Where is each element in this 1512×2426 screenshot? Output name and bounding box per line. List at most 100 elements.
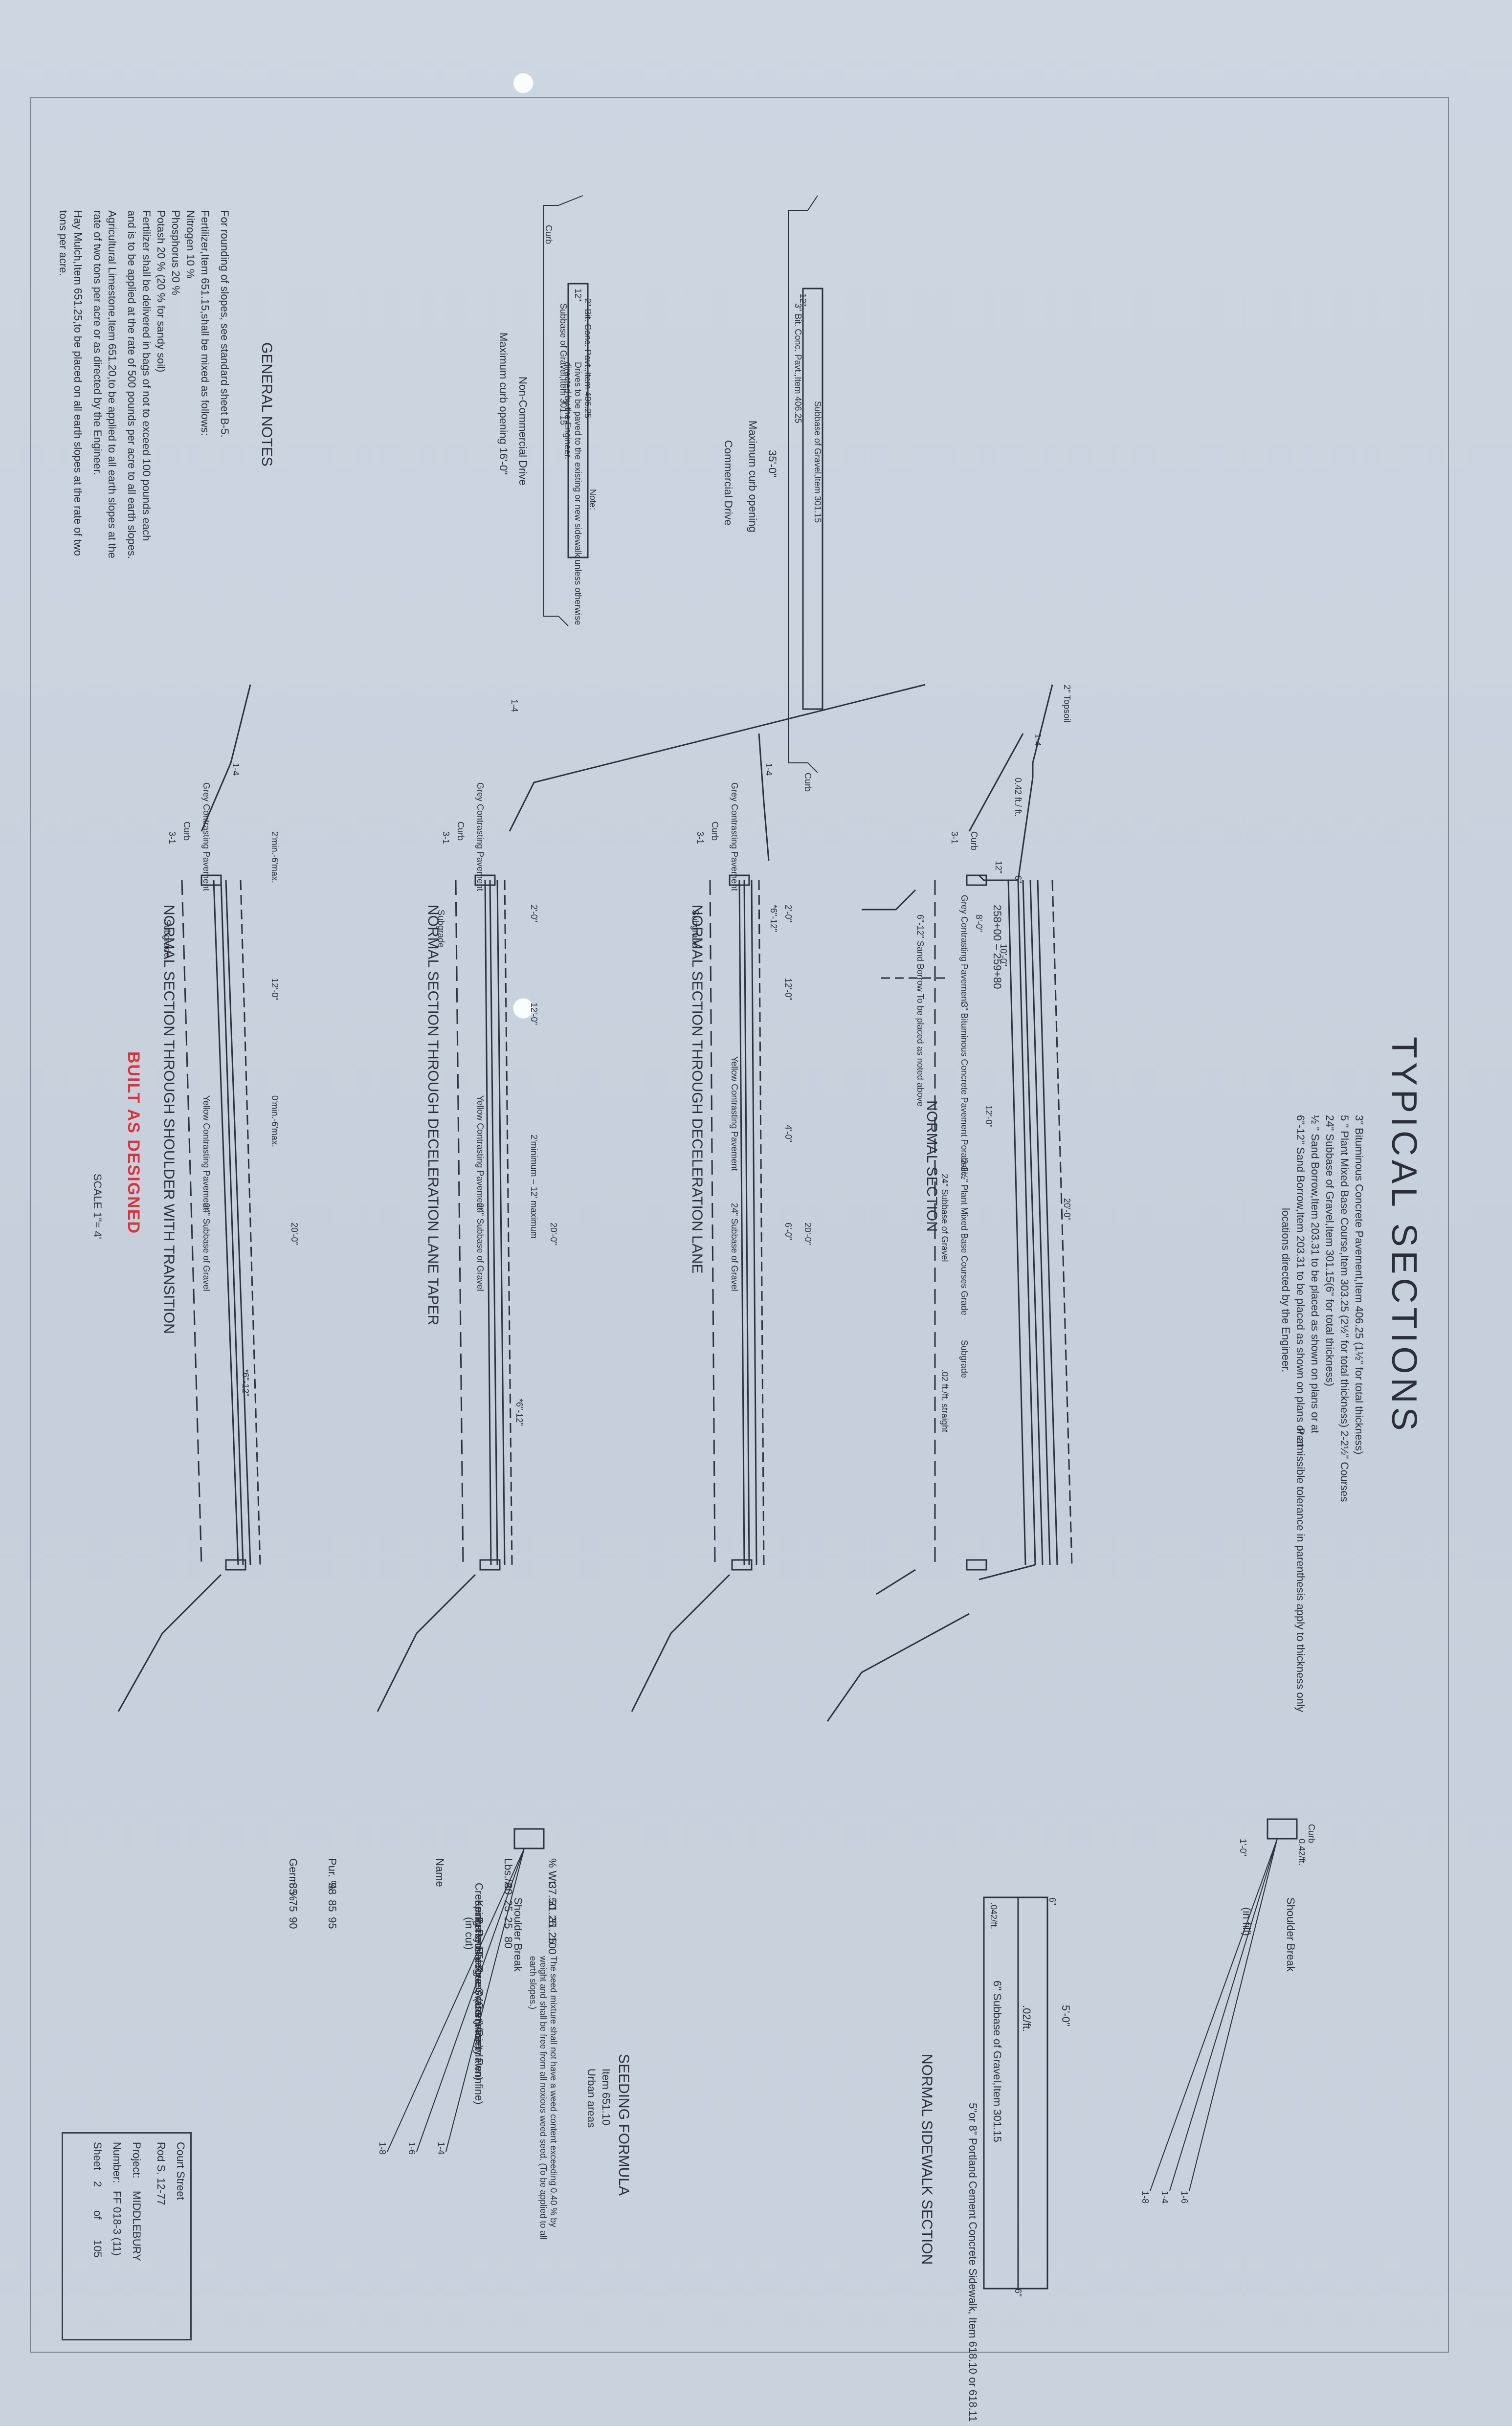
sheet-number: 2 (91, 2181, 104, 2187)
section-label: 6'-0" (783, 1223, 793, 1240)
slope-label: 1-4 (436, 2142, 446, 2155)
seeding-cell: 75 (287, 1900, 299, 1912)
noncommercial-dim: 12" (573, 289, 583, 302)
commercial-base: Subbase of Gravel,Item 301.15 (813, 401, 823, 523)
section-label: 20'-0" (549, 1223, 558, 1245)
sidewalk-width: 5'-0" (1060, 2005, 1072, 2026)
shoulder-section-drawing (117, 684, 261, 1712)
section-label: 20'-0" (1062, 1198, 1072, 1221)
seeding-cell: 85 (287, 1883, 299, 1895)
pavement-note: 5 " Plant Mixed Base Course,Item 303.25 … (1338, 1115, 1351, 1502)
shoulder-curb-label: Curb (1307, 1824, 1316, 1844)
section-label: 1-4 (510, 699, 519, 712)
section-label: 1-4 (231, 763, 241, 776)
section-label: 6" (1013, 875, 1023, 884)
section-label: 4'-0" (783, 1125, 793, 1142)
commercial-dim: 12" (798, 293, 808, 307)
seeding-cell: 25 (502, 1917, 514, 1929)
seeding-total: 100 (546, 1936, 558, 1955)
noncommercial-title: Non-Commercial Drive (517, 377, 529, 486)
sidewalk-dim: 6" (1047, 1897, 1057, 1906)
sheet-of: of (91, 2210, 104, 2220)
section-label: 3-1 (167, 831, 177, 845)
sidewalk-drawing (983, 1896, 1048, 2290)
section-label: 2" Topsoil (1062, 685, 1072, 723)
seeding-sub: Urban areas (585, 2069, 598, 2128)
section-label: 24" Subbase of Gravel (940, 1174, 950, 1262)
section-label: 24" Subbase of Gravel (201, 1203, 211, 1291)
section-label: 12'-0" (270, 978, 280, 1001)
section-label: 3-1 (695, 831, 705, 845)
general-notes-heading: GENERAL NOTES (259, 342, 275, 467)
section-label: 12" (994, 861, 1003, 874)
in-fill-label: (in fill) (1241, 1907, 1253, 1936)
shoulder-break-label: Shoulder Break (1285, 1897, 1297, 1972)
seeding-cell: 30 (502, 1883, 514, 1895)
section-label: Grey Contrasting Pavement (730, 782, 739, 891)
shoulder-dim: 0.42/ft. (1297, 1839, 1307, 1866)
section-label: 2'-0" (783, 905, 793, 922)
section-label: Curb (710, 822, 720, 841)
general-note-line: Agricultural Limestone,Item 651.20,to be… (106, 210, 118, 558)
section-label: *6"-12" (769, 905, 778, 932)
section-label: 12'-0" (984, 1105, 994, 1128)
commercial-width: 35'-0" (766, 450, 778, 478)
tolerance-note: Permissible tolerance in parenthesis app… (1294, 1428, 1307, 1712)
project-number: FF 018-3 (11) (111, 2191, 123, 2256)
section-label: .02 ft./ft. straight (940, 1369, 950, 1433)
general-note-line: Potash 20 % (20 % for sandy soil) (155, 210, 167, 373)
seeding-cell: 25 (502, 1900, 514, 1912)
general-note-line: Fertilizer shall be delivered in bags of… (140, 210, 153, 541)
slope-label: 1-8 (378, 2142, 387, 2155)
commercial-title: Commercial Drive (722, 440, 734, 526)
noncommercial-pavement: 2" Bit. Conc. Pavt.,Item 406.25 (583, 298, 593, 419)
section-label: 2'min.-6'max. (270, 831, 280, 883)
commercial-pavement: 3" Bit. Conc. Pavt.,Item 406.25 (793, 303, 803, 423)
seeding-note: The seed mixture shall not have a weed c… (528, 1956, 558, 2240)
taper-section-drawing (377, 684, 926, 1712)
drives-drawing (543, 195, 823, 773)
commercial-note: Drives to be paved to the existing or ne… (563, 362, 583, 625)
sidewalk-base: 6" Subbase of Gravel,Item 301.15 (991, 1981, 1003, 2142)
seeding-total: 80 (502, 1936, 514, 1949)
commercial-opening: Maximum curb opening (747, 421, 759, 533)
section-label: Grey Contrasting Pavement (201, 782, 211, 891)
drive-curb-label: Curb (803, 773, 813, 792)
general-note-line: Phosphorus 20 % (170, 210, 182, 295)
section-label: Yellow Contrasting Pavement (730, 1056, 739, 1171)
slope-label: 1-6 (1179, 2191, 1189, 2204)
sidewalk-concrete: 5"or 8" Portland Cement Concrete Sidewal… (967, 2103, 979, 2422)
section-label: *6"-12" (241, 1369, 250, 1397)
section-label: 2'-0" (529, 905, 539, 922)
sheet-total: 105 (91, 2240, 104, 2258)
section-label: 0.42 ft./ ft. (1013, 778, 1023, 817)
section-label: Curb (456, 822, 466, 841)
pavement-note: 3" Bituminous Concrete Pavement,Item 406… (1353, 1115, 1365, 1455)
punch-hole (512, 998, 534, 1019)
section-label: 12'-0" (529, 1002, 539, 1025)
general-note-line: and is to be applied at the rate of 500 … (126, 210, 138, 559)
section-label: Subgrade (162, 919, 172, 958)
drive-curb-label: Curb (544, 225, 554, 245)
section-label: Subgrade (436, 910, 446, 948)
section-label: 20'-0" (289, 1223, 299, 1245)
seeding-cell: 85 (326, 1900, 338, 1912)
decel-section-drawing (631, 733, 770, 1712)
noncommercial-opening: Maximum curb opening 16'-0" (497, 333, 510, 475)
title-block (62, 2132, 192, 2340)
section-label: 1-4 (764, 763, 774, 776)
section-label: 8'-0" (974, 914, 984, 932)
seeding-sub: Item 651.10 (600, 2069, 612, 2126)
section-label: 3-1 (950, 831, 959, 845)
normal-section-drawing (826, 684, 1073, 1722)
sheet-title: TYPICAL SECTIONS (1384, 1037, 1423, 1435)
normal-section-title: NORMAL SECTION (924, 1100, 940, 1232)
section-label: Curb (182, 822, 192, 841)
section-label: *6"-12" (514, 1399, 524, 1426)
slope-label: 1-4 (1160, 2191, 1170, 2204)
pavement-note: locations directed by the Engineer. (1280, 1208, 1292, 1373)
section-label: 24" Subbase of Gravel (475, 1203, 485, 1291)
scale-label: SCALE 1"= 4' (91, 1174, 104, 1239)
